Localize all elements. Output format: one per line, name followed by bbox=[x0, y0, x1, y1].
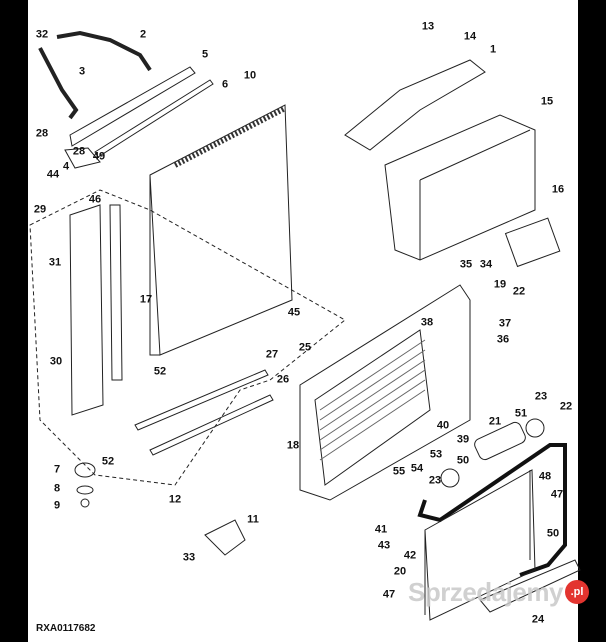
part-label: 50 bbox=[456, 454, 470, 467]
part-label: 53 bbox=[429, 448, 443, 461]
part-label: 46 bbox=[88, 193, 102, 206]
part-label: 27 bbox=[265, 348, 279, 361]
condenser-fins bbox=[319, 339, 426, 461]
hose-48 bbox=[417, 443, 567, 577]
part-label: 23 bbox=[534, 390, 548, 403]
part-label: 31 bbox=[48, 256, 62, 269]
part-label: 4 bbox=[62, 160, 70, 173]
washer-8 bbox=[76, 485, 94, 495]
seal-26 bbox=[149, 394, 274, 456]
part-label: 37 bbox=[498, 317, 512, 330]
part-label: 47 bbox=[550, 488, 564, 501]
isolator-7 bbox=[74, 462, 96, 478]
part-label: 51 bbox=[514, 407, 528, 420]
part-label: 15 bbox=[540, 95, 554, 108]
part-label: 35 bbox=[459, 258, 473, 271]
frame-20-edge bbox=[424, 470, 531, 615]
nut-9 bbox=[80, 498, 90, 508]
side-panel-29 bbox=[69, 204, 104, 416]
part-label: 19 bbox=[493, 278, 507, 291]
receiver-dryer-21 bbox=[474, 421, 526, 461]
part-label: 17 bbox=[139, 293, 153, 306]
part-label: 26 bbox=[276, 373, 290, 386]
part-label: 14 bbox=[463, 30, 477, 43]
figure-code: RXA0117682 bbox=[36, 623, 96, 634]
part-label: 38 bbox=[420, 316, 434, 329]
part-label: 8 bbox=[53, 482, 61, 495]
bracket-5 bbox=[69, 66, 196, 147]
part-label: 7 bbox=[53, 463, 61, 476]
part-label: 5 bbox=[201, 48, 209, 61]
part-label: 20 bbox=[393, 565, 407, 578]
rail-6 bbox=[94, 79, 214, 158]
radiator-edge bbox=[149, 175, 160, 356]
hose-3 bbox=[38, 47, 79, 120]
part-label: 50 bbox=[546, 527, 560, 540]
condenser bbox=[314, 329, 431, 486]
part-label: 40 bbox=[436, 419, 450, 432]
part-label: 45 bbox=[287, 306, 301, 319]
frame-20 bbox=[424, 469, 536, 621]
part-label: 25 bbox=[298, 341, 312, 354]
part-label: 16 bbox=[551, 183, 565, 196]
part-label: 36 bbox=[496, 333, 510, 346]
part-label: 29 bbox=[33, 203, 47, 216]
group-boundary bbox=[29, 189, 346, 486]
charge-air-cooler bbox=[384, 114, 536, 261]
watermark: Sprzedajemy bbox=[408, 577, 563, 607]
bracket-plate-4 bbox=[64, 147, 101, 169]
part-label: 41 bbox=[374, 523, 388, 536]
part-label: 54 bbox=[410, 462, 424, 475]
hose-2 bbox=[56, 30, 152, 72]
radiator bbox=[149, 104, 293, 356]
base-24 bbox=[479, 559, 581, 613]
part-label: 22 bbox=[512, 285, 526, 298]
part-label: 48 bbox=[538, 470, 552, 483]
part-label: 30 bbox=[49, 355, 63, 368]
part-label: 34 bbox=[479, 258, 493, 271]
part-label: 6 bbox=[221, 78, 229, 91]
part-label: 11 bbox=[247, 513, 259, 526]
part-label: 13 bbox=[421, 20, 435, 33]
part-label: 52 bbox=[153, 365, 167, 378]
part-label: 23 bbox=[428, 474, 442, 487]
part-label: 24 bbox=[531, 613, 545, 626]
duct-11 bbox=[204, 519, 246, 556]
oil-cooler-19 bbox=[504, 217, 561, 268]
seal-27 bbox=[134, 369, 269, 431]
part-label: 55 bbox=[392, 465, 406, 478]
watermark-badge: .pl bbox=[565, 580, 589, 604]
part-label: 22 bbox=[559, 400, 573, 413]
condenser-group-boundary bbox=[299, 284, 471, 501]
part-label: 39 bbox=[456, 433, 470, 446]
part-label: 21 bbox=[488, 415, 502, 428]
part-label: 32 bbox=[35, 28, 49, 41]
part-label: 12 bbox=[168, 493, 182, 506]
part-label: 9 bbox=[53, 499, 61, 512]
part-label: 49 bbox=[92, 150, 106, 163]
clamp-23 bbox=[525, 418, 545, 438]
part-label: 2 bbox=[139, 28, 147, 41]
part-label: 28 bbox=[72, 145, 86, 158]
part-label: 28 bbox=[35, 127, 49, 140]
part-label: 3 bbox=[78, 65, 86, 78]
radiator-core bbox=[173, 105, 287, 168]
part-label: 42 bbox=[403, 549, 417, 562]
part-label: 10 bbox=[243, 69, 257, 82]
part-label: 18 bbox=[286, 439, 300, 452]
part-label: 33 bbox=[182, 551, 196, 564]
charge-air-tube-1 bbox=[344, 59, 486, 151]
charge-air-cooler-edge bbox=[419, 129, 531, 260]
part-label: 47 bbox=[382, 588, 396, 601]
seal-strip bbox=[109, 204, 123, 381]
part-label: 1 bbox=[489, 43, 497, 56]
clamp-23 bbox=[440, 468, 460, 488]
part-label: 43 bbox=[377, 539, 391, 552]
part-label: 52 bbox=[101, 455, 115, 468]
part-label: 44 bbox=[46, 168, 60, 181]
